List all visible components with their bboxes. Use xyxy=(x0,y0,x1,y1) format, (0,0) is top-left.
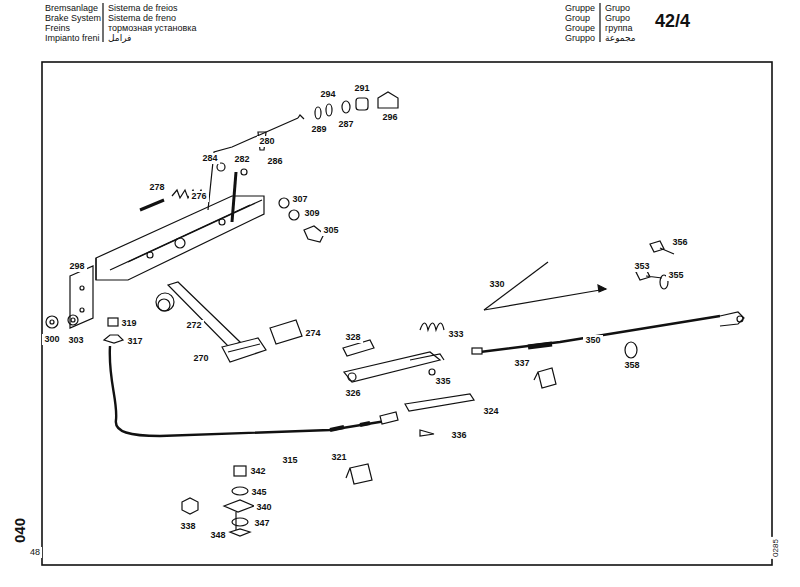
frame xyxy=(42,62,772,565)
divider xyxy=(599,3,600,42)
header-text: Freins xyxy=(45,24,70,33)
callout-number: 307 xyxy=(290,194,309,205)
callout-number: 305 xyxy=(321,225,340,236)
rod-end xyxy=(298,115,304,119)
pedal-bracket xyxy=(70,196,264,328)
pushrod xyxy=(208,118,298,210)
header-text: Brake System xyxy=(45,14,101,23)
pedal xyxy=(156,282,266,362)
callout-number: 356 xyxy=(670,237,689,248)
callout-number: 287 xyxy=(336,119,355,130)
header-text: Sistema de freno xyxy=(108,14,176,23)
callout-number: 289 xyxy=(309,124,328,135)
washer xyxy=(217,163,225,171)
washer xyxy=(241,169,247,175)
callout-number: 286 xyxy=(265,156,284,167)
header-text: тормозная установка xyxy=(108,24,196,33)
callout-number: 355 xyxy=(666,270,685,281)
header-text: Group xyxy=(565,14,590,23)
header-text: Impianto freni xyxy=(45,34,100,43)
callout-number: 347 xyxy=(252,518,271,529)
callout-number: 298 xyxy=(67,261,86,272)
cable-end xyxy=(720,312,744,326)
header-text: Sistema de freios xyxy=(108,4,178,13)
callout-number: 282 xyxy=(232,154,251,165)
callout-number: 345 xyxy=(249,487,268,498)
cable-end xyxy=(380,412,398,424)
cable-eye xyxy=(737,316,743,322)
callout-number: 317 xyxy=(125,336,144,347)
divider xyxy=(102,3,103,42)
callout-number: 350 xyxy=(583,335,602,346)
callout-number: 278 xyxy=(147,182,166,193)
header-text: Gruppo xyxy=(565,34,595,43)
header-text: Groupe xyxy=(565,24,595,33)
cable-end xyxy=(472,348,482,354)
callout-number: 284 xyxy=(200,153,219,164)
callout-number: 353 xyxy=(632,261,651,272)
callout-number: 337 xyxy=(512,358,531,369)
bolts xyxy=(625,241,674,358)
callout-number: 348 xyxy=(208,530,227,541)
callout-number: 270 xyxy=(191,353,210,364)
pad xyxy=(270,320,302,344)
arrow-line xyxy=(484,289,606,310)
callout-number: 303 xyxy=(66,335,85,346)
header-text: Bremsanlage xyxy=(45,4,98,13)
header-text: группа xyxy=(605,24,632,33)
callout-number: 335 xyxy=(433,376,452,387)
callout-number: 342 xyxy=(248,466,267,477)
page-number: 48 xyxy=(28,547,42,558)
lever xyxy=(232,172,236,222)
callout-number: 319 xyxy=(119,318,138,329)
callout-number: 291 xyxy=(352,83,371,94)
header-text: فرامل xyxy=(108,34,131,43)
bracket xyxy=(346,464,372,484)
intermediate-lever xyxy=(343,323,474,436)
callout-number: 300 xyxy=(42,334,61,345)
cable-sleeve xyxy=(330,423,370,430)
page-code: 040 xyxy=(12,515,29,544)
group-number: 42/4 xyxy=(655,12,690,30)
cable xyxy=(480,316,720,352)
header-text: Gruppe xyxy=(565,4,595,13)
callout-number: 336 xyxy=(449,430,468,441)
header-text: مجموعة xyxy=(605,34,636,43)
callout-number: 280 xyxy=(257,136,276,147)
callout-number: 326 xyxy=(343,388,362,399)
callout-number: 321 xyxy=(329,452,348,463)
callout-number: 340 xyxy=(254,502,273,513)
pedal-fittings xyxy=(46,299,170,343)
callout-number: 274 xyxy=(303,328,322,339)
callout-number: 309 xyxy=(302,208,321,219)
header-text: Grupo xyxy=(605,14,630,23)
figure-code: 0285 xyxy=(771,537,781,559)
callout-number: 294 xyxy=(318,89,337,100)
callout-number: 324 xyxy=(481,406,500,417)
callout-number: 296 xyxy=(380,112,399,123)
callout-number: 315 xyxy=(280,455,299,466)
callout-number: 330 xyxy=(487,279,506,290)
arrow-line xyxy=(484,262,548,310)
bracket xyxy=(534,368,556,388)
callout-number: 272 xyxy=(184,320,203,331)
cable xyxy=(110,346,392,436)
pin xyxy=(140,200,164,210)
callout-number: 333 xyxy=(446,329,465,340)
header-text: Grupo xyxy=(605,4,630,13)
cable-sleeve xyxy=(528,344,552,347)
callout-number: 338 xyxy=(178,521,197,532)
callout-number: 328 xyxy=(343,332,362,343)
callout-number: 358 xyxy=(622,360,641,371)
arrowhead xyxy=(598,285,606,292)
callout-number: 276 xyxy=(189,191,208,202)
